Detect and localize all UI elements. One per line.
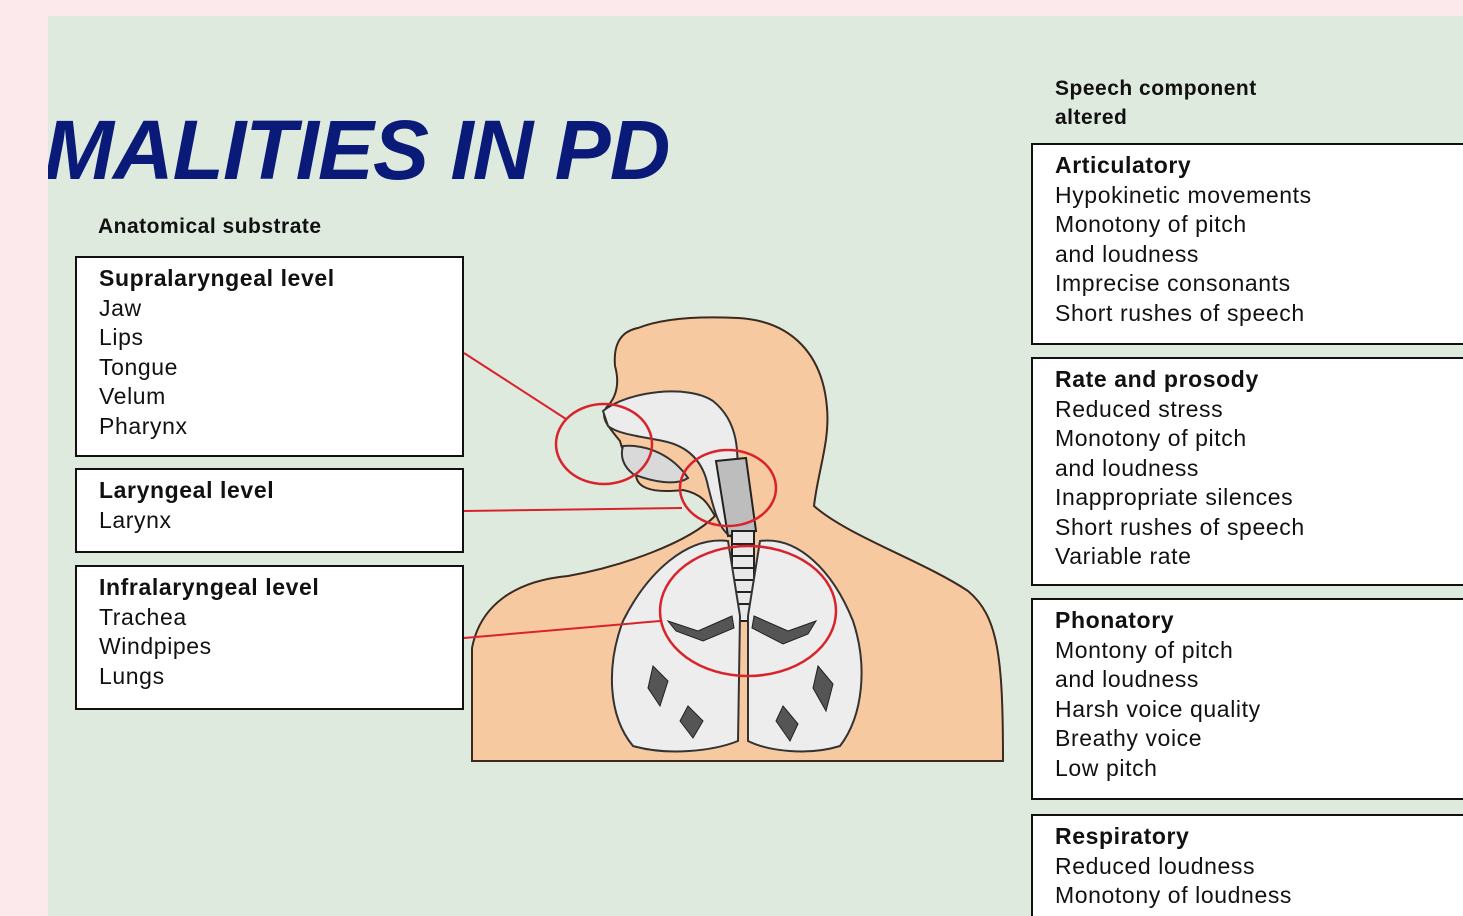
supralaryngeal-callout-line (464, 353, 566, 419)
respiratory-tract-illustration (48, 16, 1463, 916)
diagram-panel: ORMALITIES IN PD Anatomical substrate Sp… (48, 16, 1463, 916)
laryngeal-callout-line (464, 508, 682, 511)
